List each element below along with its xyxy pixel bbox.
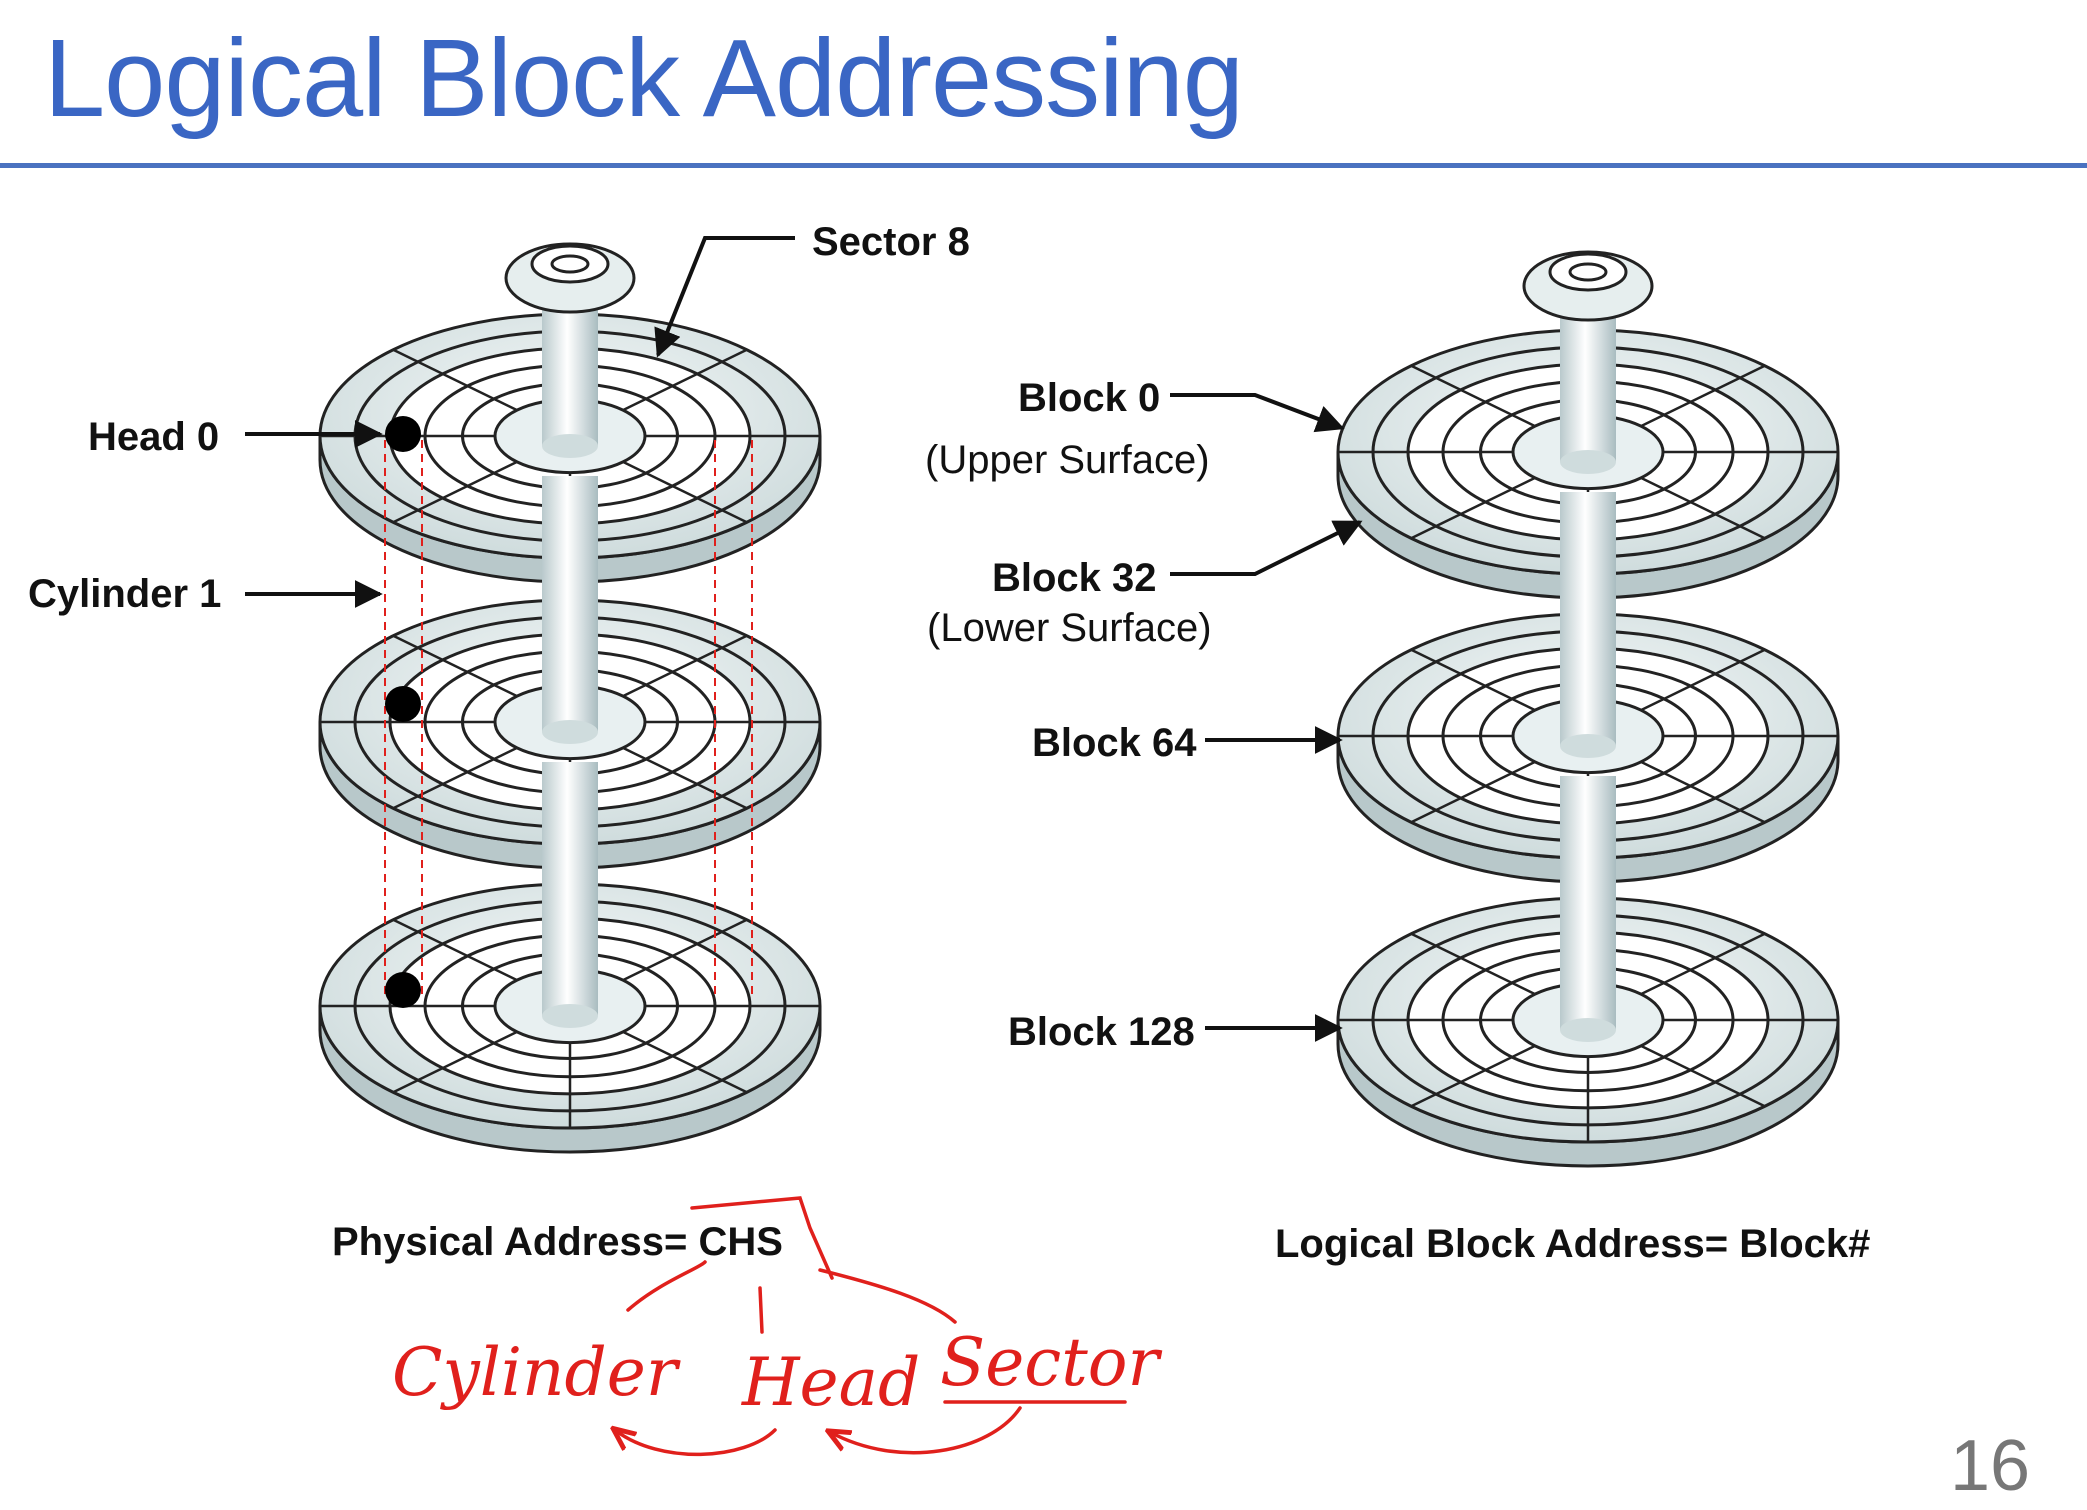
sector-line: [1640, 1044, 1766, 1108]
sector-line: [1410, 648, 1536, 712]
sector-line: [392, 918, 518, 982]
sector-arrow: [654, 236, 795, 358]
sector-line: [1410, 1044, 1536, 1108]
sector-line: [392, 348, 518, 412]
block-32-note: (Lower Surface): [927, 606, 1212, 650]
spindle-base: [542, 434, 598, 458]
block-32-label: Block 32: [992, 556, 1157, 600]
cylinder-label: Cylinder 1: [28, 572, 222, 616]
sector-line: [622, 746, 748, 810]
sector-line: [392, 1030, 518, 1094]
sector-line: [1640, 932, 1766, 996]
title-divider: [0, 163, 2087, 168]
head-dot: [385, 416, 421, 452]
block-64-label: Block 64: [1032, 721, 1197, 765]
sector-line: [622, 918, 748, 982]
block-0-label: Block 0: [1018, 376, 1161, 420]
sector-line: [1640, 364, 1766, 428]
sector-line: [622, 634, 748, 698]
sector-line: [392, 460, 518, 524]
ink-stroke: [690, 1196, 834, 1280]
head-dot: [385, 686, 421, 722]
ink-stroke: [830, 1406, 1022, 1455]
block-32-arrow: [1170, 520, 1363, 576]
slide-title: Logical Block Addressing: [44, 17, 1244, 140]
spindle-segment: [1560, 492, 1616, 746]
spindle-segment: [1560, 776, 1616, 1030]
physical-disk-stack: [318, 242, 822, 1154]
handwritten-word: Head: [741, 1344, 920, 1421]
sector-line: [622, 1030, 748, 1094]
ink-stroke: [758, 1286, 764, 1334]
page-number: 16: [1950, 1426, 2031, 1506]
handwritten-word: Sector: [940, 1324, 1162, 1401]
ink-stroke: [818, 1268, 957, 1324]
sector-line: [622, 348, 748, 412]
logical-disk-stack: [1336, 250, 1840, 1168]
block-128-label: Block 128: [1008, 1010, 1195, 1054]
sector-line: [1410, 760, 1536, 824]
sector-line: [392, 634, 518, 698]
head-label: Head 0: [88, 415, 220, 459]
spindle-base: [1560, 450, 1616, 474]
label-arrows: [245, 236, 1363, 1042]
block-0-note: (Upper Surface): [925, 438, 1210, 482]
spindle-base: [1560, 1018, 1616, 1042]
block-0-arrow: [1170, 393, 1345, 433]
sector-line: [1640, 760, 1766, 824]
sector-line: [1640, 476, 1766, 540]
spindle-cap: [1522, 250, 1654, 322]
spindle-base: [1560, 734, 1616, 758]
sector-line: [1410, 364, 1536, 428]
ink-stroke: [615, 1430, 777, 1457]
handwritten-annotations: Cylinder Head Sector: [392, 1196, 1162, 1457]
sector-line: [1640, 648, 1766, 712]
handwritten-word: Cylinder: [392, 1334, 681, 1411]
spindle-base: [542, 1004, 598, 1028]
spindle-segment: [542, 476, 598, 732]
spindle-segment: [542, 762, 598, 1016]
sector-line: [1410, 932, 1536, 996]
head-dot: [385, 972, 421, 1008]
spindle-cap: [504, 242, 636, 314]
spindle-base: [542, 720, 598, 744]
sector-line: [1410, 476, 1536, 540]
logical-address-caption: Logical Block Address= Block#: [1275, 1222, 1871, 1266]
ink-stroke: [626, 1260, 707, 1312]
sector-line: [622, 460, 748, 524]
sector-line: [392, 746, 518, 810]
sector-label: Sector 8: [812, 220, 970, 264]
physical-address-caption: Physical Address= CHS: [332, 1220, 783, 1264]
